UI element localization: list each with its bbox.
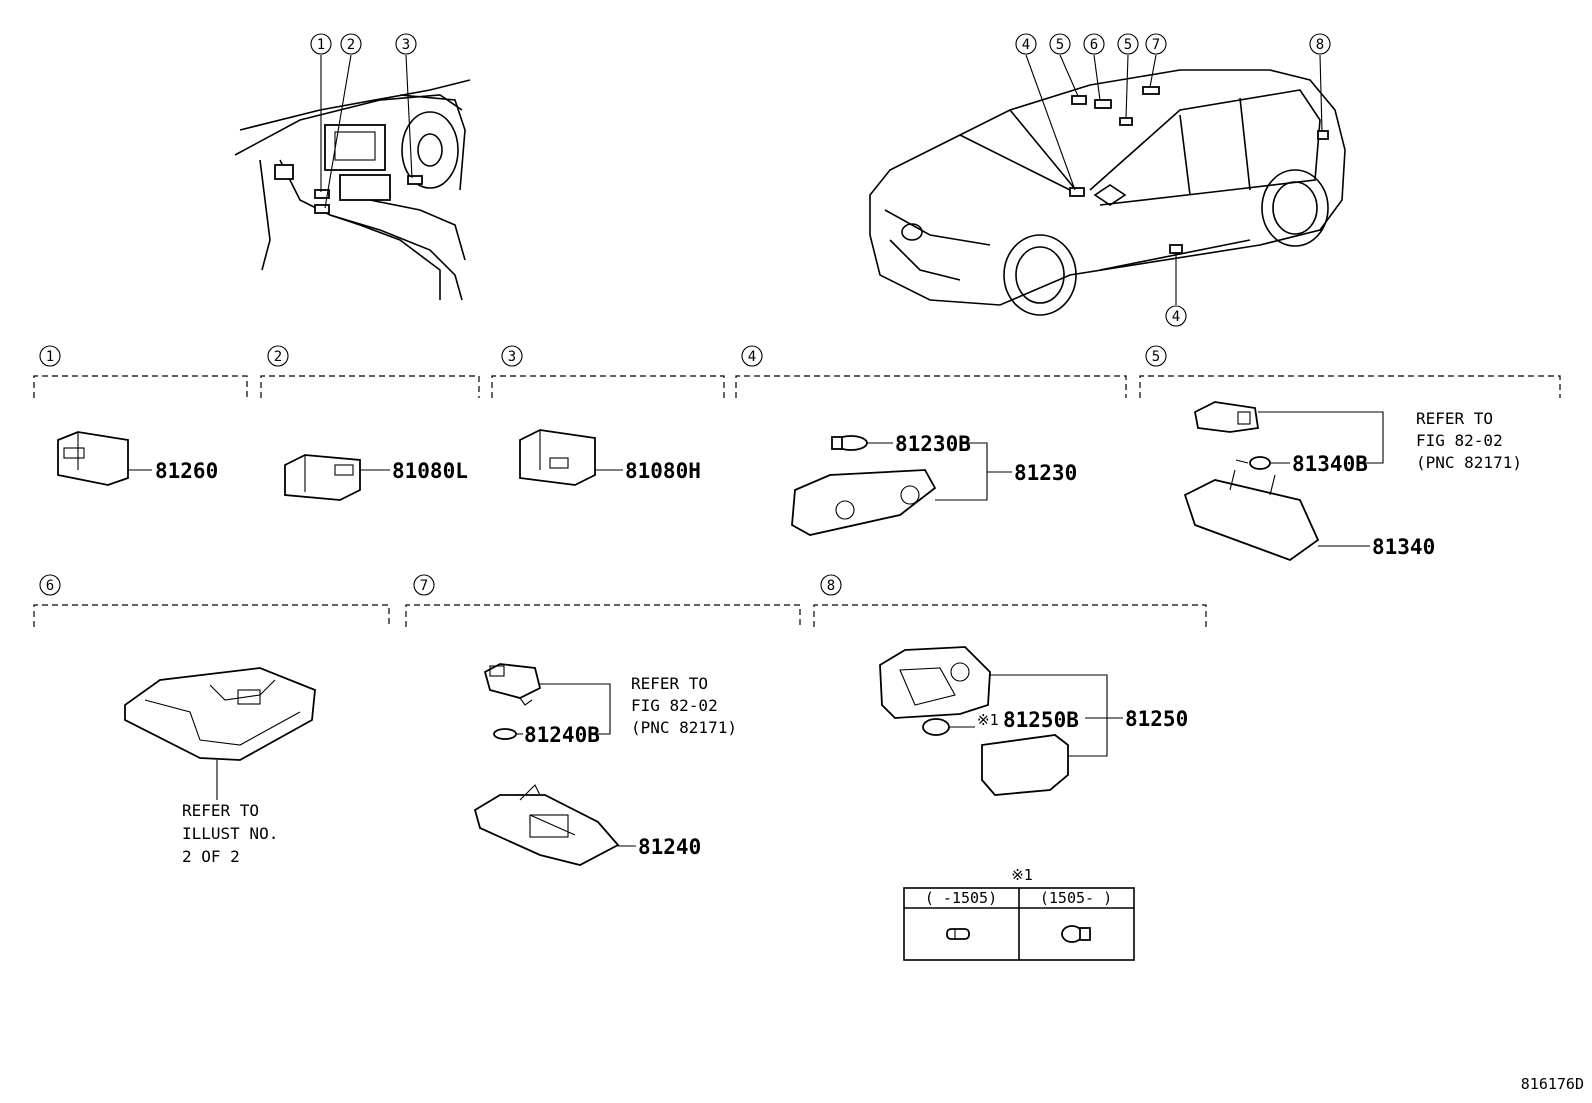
svg-text:FIG 82-02: FIG 82-02	[1416, 431, 1503, 450]
part-6-overhead-console: REFER TO ILLUST NO. 2 OF 2	[124, 667, 316, 866]
callout-8-car: 8	[1309, 33, 1331, 55]
svg-text:ILLUST NO.: ILLUST NO.	[182, 824, 278, 843]
svg-text:(PNC 82171): (PNC 82171)	[631, 718, 737, 737]
section-8: 8	[813, 574, 1207, 627]
svg-text:81250B: 81250B	[1003, 708, 1079, 732]
svg-text:2: 2	[347, 37, 355, 53]
part-81340-assembly: 81340B 81340 REFER TO FIG 82-02 (PNC 821…	[1183, 401, 1522, 562]
svg-text:81250: 81250	[1125, 707, 1188, 731]
svg-text:81260: 81260	[155, 459, 218, 483]
part-81080L: 81080L	[284, 454, 468, 501]
svg-text:3: 3	[402, 37, 410, 53]
svg-text:5: 5	[1056, 37, 1064, 53]
section-6: 6	[33, 574, 390, 627]
svg-text:5: 5	[1124, 37, 1132, 53]
callout-5-car-a: 5	[1049, 33, 1071, 55]
callout-6-car: 6	[1083, 33, 1105, 55]
callout-2-top: 2	[340, 33, 362, 55]
svg-text:81230B: 81230B	[895, 432, 971, 456]
part-81080H: 81080H	[519, 429, 701, 486]
section-5: 5	[1139, 345, 1561, 398]
bulb-variant-table: ※1 ( -1505) (1505- )	[903, 866, 1135, 961]
svg-text:6: 6	[46, 578, 54, 594]
svg-text:REFER TO: REFER TO	[1416, 409, 1493, 428]
svg-text:FIG 82-02: FIG 82-02	[631, 696, 718, 715]
svg-text:81340: 81340	[1372, 535, 1435, 559]
svg-text:3: 3	[508, 349, 516, 365]
part-81240-assembly: 81240B REFER TO FIG 82-02 (PNC 82171) 81…	[473, 663, 737, 866]
section-2: 2	[260, 345, 480, 398]
svg-text:81240B: 81240B	[524, 723, 600, 747]
svg-text:8: 8	[1316, 37, 1324, 53]
svg-text:( -1505): ( -1505)	[925, 889, 997, 907]
svg-text:1: 1	[317, 37, 325, 53]
callout-7-car: 7	[1145, 33, 1167, 55]
svg-text:2: 2	[274, 349, 282, 365]
section-4: 4	[735, 345, 1127, 398]
svg-text:4: 4	[1172, 309, 1180, 325]
part-81260: 81260	[57, 431, 218, 486]
svg-text:81240: 81240	[638, 835, 701, 859]
svg-text:1: 1	[46, 349, 54, 365]
svg-text:81080H: 81080H	[625, 459, 701, 483]
svg-text:5: 5	[1152, 349, 1160, 365]
figure-id: 816176D	[1521, 1075, 1584, 1093]
svg-text:(1505- ): (1505- )	[1040, 889, 1112, 907]
svg-text:81230: 81230	[1014, 461, 1077, 485]
svg-text:4: 4	[1022, 37, 1030, 53]
svg-text:81340B: 81340B	[1292, 452, 1368, 476]
svg-text:8: 8	[827, 578, 835, 594]
svg-text:6: 6	[1090, 37, 1098, 53]
svg-text:※1: ※1	[977, 711, 999, 729]
svg-text:REFER TO: REFER TO	[182, 801, 259, 820]
section-1: 1	[33, 345, 248, 398]
svg-text:REFER TO: REFER TO	[631, 674, 708, 693]
section-3: 3	[491, 345, 725, 398]
svg-text:2 OF 2: 2 OF 2	[182, 847, 240, 866]
part-81230-assembly: 81230B 81230	[791, 432, 1077, 536]
callout-4-car-bottom: 4	[1165, 305, 1187, 327]
callout-5-car-b: 5	[1117, 33, 1139, 55]
svg-text:7: 7	[1152, 37, 1160, 53]
callout-1-top: 1	[310, 33, 332, 55]
bulb-type-a-icon	[946, 928, 970, 940]
bulb-type-b-icon	[1061, 925, 1091, 943]
dashboard-illustration	[234, 54, 471, 301]
svg-text:(PNC 82171): (PNC 82171)	[1416, 453, 1522, 472]
callout-3-top: 3	[395, 33, 417, 55]
svg-text:4: 4	[748, 349, 756, 365]
section-7: 7	[405, 574, 801, 627]
car-illustration	[869, 54, 1346, 316]
svg-text:※1: ※1	[1011, 866, 1033, 884]
svg-text:7: 7	[420, 578, 428, 594]
svg-text:81080L: 81080L	[392, 459, 468, 483]
part-81250-assembly: ※1 81250B 81250	[879, 646, 1188, 796]
callout-4-car-top: 4	[1015, 33, 1037, 55]
